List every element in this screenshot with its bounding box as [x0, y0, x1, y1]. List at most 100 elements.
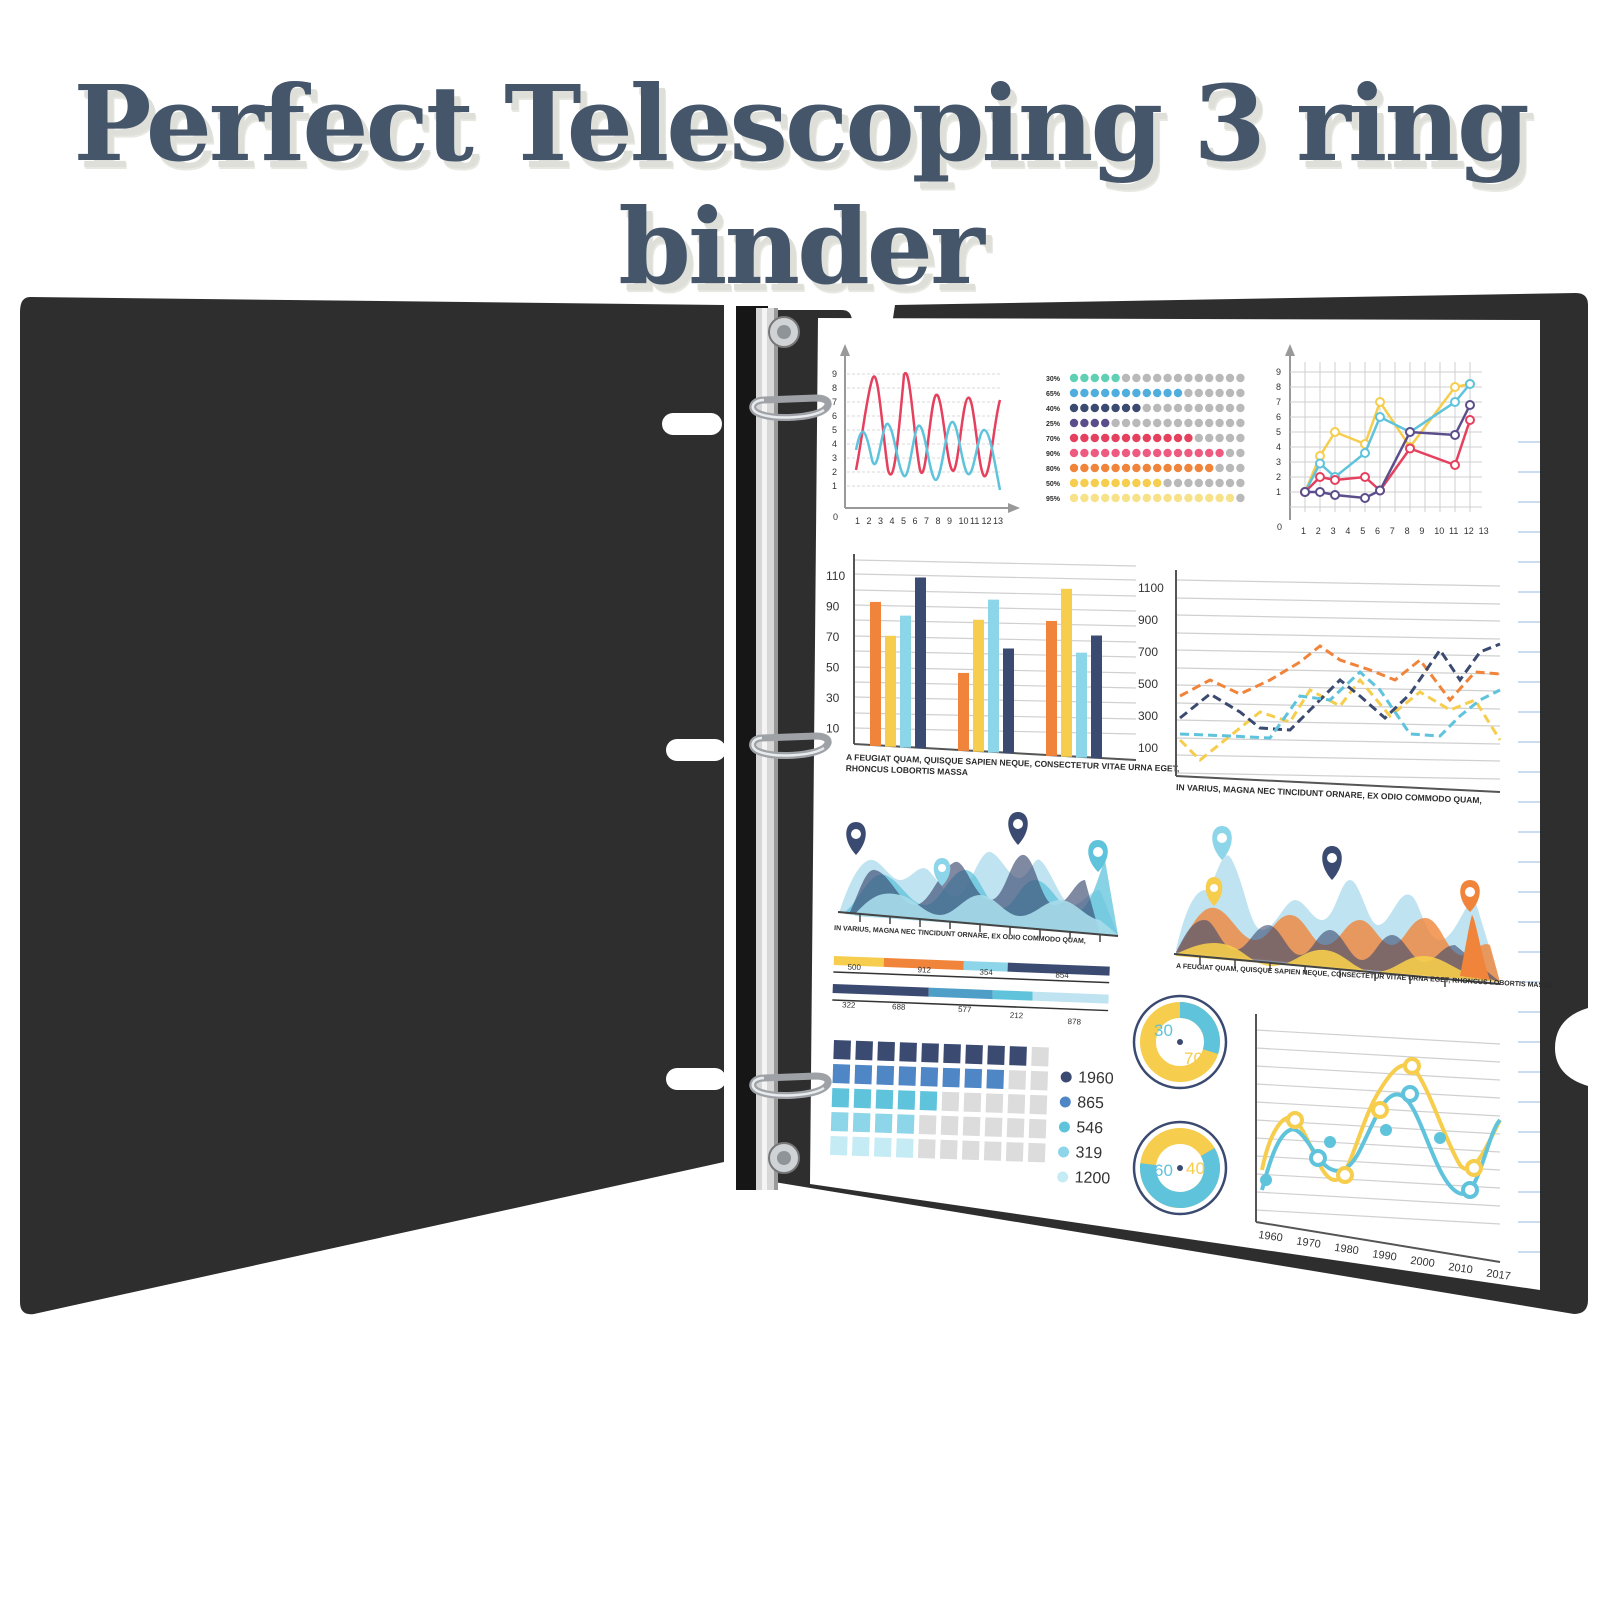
dot-mark: [1215, 448, 1224, 458]
dot-mark: [1173, 493, 1183, 503]
grid-square: [963, 1092, 982, 1113]
grid-square: [876, 1065, 895, 1086]
dot-mark: [1142, 373, 1152, 383]
dot-row-label: 65%: [1046, 391, 1061, 398]
grid-square: [983, 1141, 1002, 1161]
grid-square: [853, 1088, 872, 1109]
wave-y-tick: 8: [832, 383, 837, 393]
dot-mark: [1153, 463, 1162, 473]
wave-y-tick: 2: [832, 467, 837, 477]
punch-hole-top: [662, 413, 722, 435]
dot-mark: [1132, 448, 1141, 458]
wave-y-tick: 3: [832, 453, 837, 463]
dot-mark: [1194, 388, 1204, 398]
dot-mark: [1236, 433, 1245, 443]
dot-mark: [1090, 478, 1100, 488]
dot-mark: [1069, 418, 1079, 428]
dot-mark: [1101, 463, 1110, 473]
dot-mark: [1236, 388, 1245, 398]
marker-point: [1465, 379, 1475, 389]
dot-mark: [1101, 373, 1110, 383]
dot-mark: [1132, 433, 1141, 443]
legend-dot: [1059, 1096, 1071, 1108]
dot-mark: [1225, 373, 1235, 383]
grid-square: [897, 1090, 916, 1110]
donut-bottom: 60 40: [1132, 1120, 1228, 1216]
dot-row-label: 40%: [1046, 406, 1061, 413]
dot-mark: [1121, 463, 1131, 473]
dot-mark: [1111, 433, 1120, 443]
marker-x-tick: 9: [1419, 526, 1424, 536]
dot-mark: [1111, 493, 1120, 503]
grid-square: [830, 1111, 849, 1132]
dot-mark: [1184, 418, 1193, 428]
dot-mark: [1121, 493, 1131, 503]
dot-mark: [1153, 388, 1162, 398]
donut-top: 30 70: [1132, 994, 1228, 1090]
donut-top-left-value: 30: [1154, 1021, 1173, 1040]
dot-mark: [1215, 418, 1224, 428]
wave-x-tick: 4: [890, 516, 895, 526]
marker-y-tick: 9: [1276, 367, 1281, 377]
dot-mark: [1069, 388, 1079, 398]
donut-top-right-value: 70: [1184, 1049, 1203, 1068]
grid-square: [831, 1087, 850, 1108]
dot-mark: [1069, 373, 1079, 383]
grid-square: [965, 1044, 983, 1065]
dot-mark: [1163, 493, 1172, 503]
bar: [958, 672, 969, 751]
wave-y-tick: 4: [832, 439, 837, 449]
grid-square: [962, 1116, 981, 1137]
dot-mark: [1142, 478, 1152, 488]
dot-mark: [1194, 463, 1204, 473]
dot-mark: [1236, 418, 1245, 428]
grid-square: [855, 1040, 873, 1061]
grid-square: [899, 1042, 917, 1062]
dot-mark: [1101, 418, 1110, 428]
bar-y-tick: 30: [826, 691, 840, 705]
location-pin-icon: [1205, 877, 1223, 906]
segment-label: 688: [892, 1002, 906, 1012]
grid-square: [1006, 1118, 1025, 1138]
binder-rings: [749, 316, 832, 1174]
wave-x-tick: 9: [947, 516, 952, 526]
notebook-lines: [1518, 441, 1540, 1253]
wave-x-tick: 10: [959, 516, 969, 526]
dot-mark: [1225, 433, 1235, 443]
bar: [870, 601, 881, 746]
marker-point: [1450, 382, 1460, 392]
segment-label: 854: [1055, 971, 1069, 981]
dot-mark: [1132, 418, 1141, 428]
marker-point: [1330, 475, 1340, 485]
dash-y-tick: 500: [1138, 677, 1158, 691]
dot-mark: [1121, 373, 1131, 383]
marker-point: [1315, 472, 1325, 482]
dot-mark: [1101, 403, 1110, 413]
grid-square: [942, 1067, 961, 1088]
bar-y-tick: 70: [826, 630, 840, 644]
dot-mark: [1142, 463, 1152, 473]
segment-label: 354: [979, 968, 993, 978]
dot-mark: [1153, 403, 1162, 413]
segment-label: 878: [1067, 1017, 1081, 1027]
bar: [1003, 648, 1014, 754]
dot-mark: [1205, 373, 1214, 383]
legend-dot: [1058, 1121, 1070, 1133]
dot-mark: [1205, 493, 1214, 503]
dot-mark: [1163, 388, 1172, 398]
dot-mark: [1090, 463, 1100, 473]
dot-mark: [1215, 493, 1224, 503]
dot-mark: [1111, 388, 1120, 398]
bar: [885, 635, 896, 747]
marker-point: [1330, 427, 1340, 437]
segment-label: 577: [958, 1005, 972, 1015]
dot-mark: [1153, 418, 1162, 428]
dot-mark: [1090, 388, 1100, 398]
wave-x-tick: 6: [913, 516, 918, 526]
grid-square: [918, 1115, 937, 1135]
grid-square: [895, 1138, 914, 1158]
dot-row-label: 50%: [1046, 481, 1061, 488]
dot-mark: [1101, 433, 1110, 443]
dot-mark: [1142, 403, 1152, 413]
